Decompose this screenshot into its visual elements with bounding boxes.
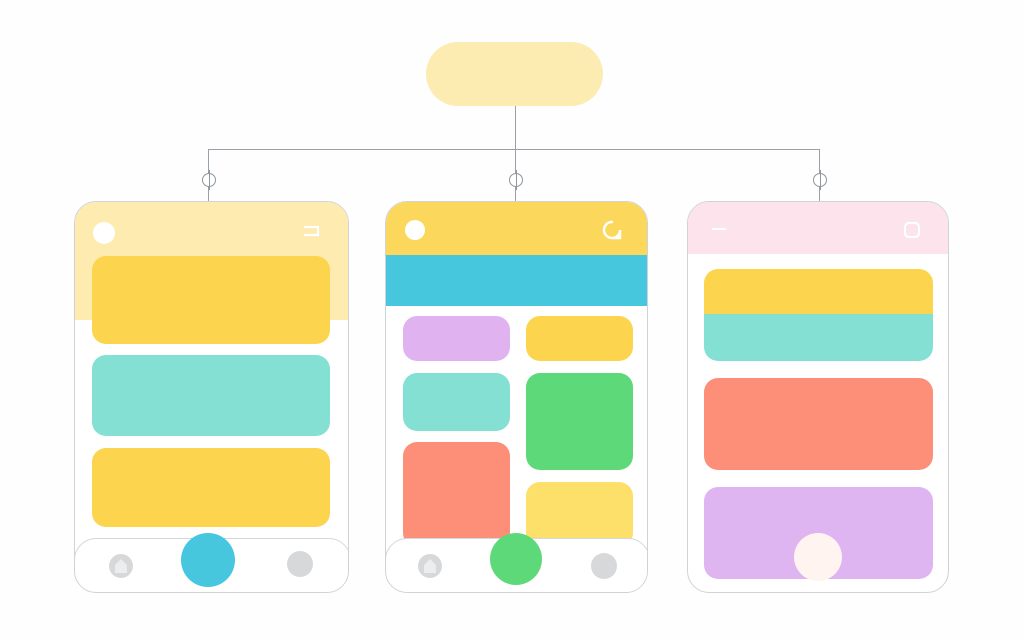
home-icon[interactable] xyxy=(417,553,443,579)
screen-list xyxy=(74,201,349,593)
menu-dot-icon[interactable] xyxy=(93,222,115,244)
content-card[interactable] xyxy=(92,448,330,527)
home-icon[interactable] xyxy=(108,553,134,579)
back-icon[interactable] xyxy=(710,222,728,236)
grid-tile[interactable] xyxy=(526,482,633,547)
junction-left xyxy=(202,170,216,190)
grid-tile[interactable] xyxy=(526,373,633,470)
grid-tile[interactable] xyxy=(526,316,633,361)
fab-button[interactable] xyxy=(490,533,542,585)
screen-subheader-band xyxy=(386,255,647,306)
hero-card-top[interactable] xyxy=(704,269,933,321)
grid-tile[interactable] xyxy=(403,373,510,431)
profile-icon[interactable] xyxy=(287,551,313,577)
fab-button[interactable] xyxy=(794,533,842,581)
branch-connector-line xyxy=(208,149,820,150)
content-card[interactable] xyxy=(92,355,330,436)
bottom-nav xyxy=(75,533,348,592)
screen-grid xyxy=(385,201,648,593)
chat-icon[interactable] xyxy=(601,219,623,241)
grid-tile[interactable] xyxy=(403,442,510,547)
menu-dot-icon[interactable] xyxy=(405,220,425,240)
fab-button[interactable] xyxy=(181,533,235,587)
grid-tile[interactable] xyxy=(403,316,510,361)
bottom-nav xyxy=(386,533,647,592)
root-node xyxy=(426,42,603,106)
junction-right xyxy=(813,170,827,190)
junction-center xyxy=(509,170,523,190)
content-card[interactable] xyxy=(704,378,933,470)
hero-card-bottom[interactable] xyxy=(704,314,933,361)
back-icon[interactable] xyxy=(303,224,321,238)
screen-detail xyxy=(687,201,949,593)
profile-icon[interactable] xyxy=(591,553,617,579)
content-card[interactable] xyxy=(92,256,330,344)
settings-icon[interactable] xyxy=(903,221,921,239)
root-connector-line xyxy=(515,106,516,150)
